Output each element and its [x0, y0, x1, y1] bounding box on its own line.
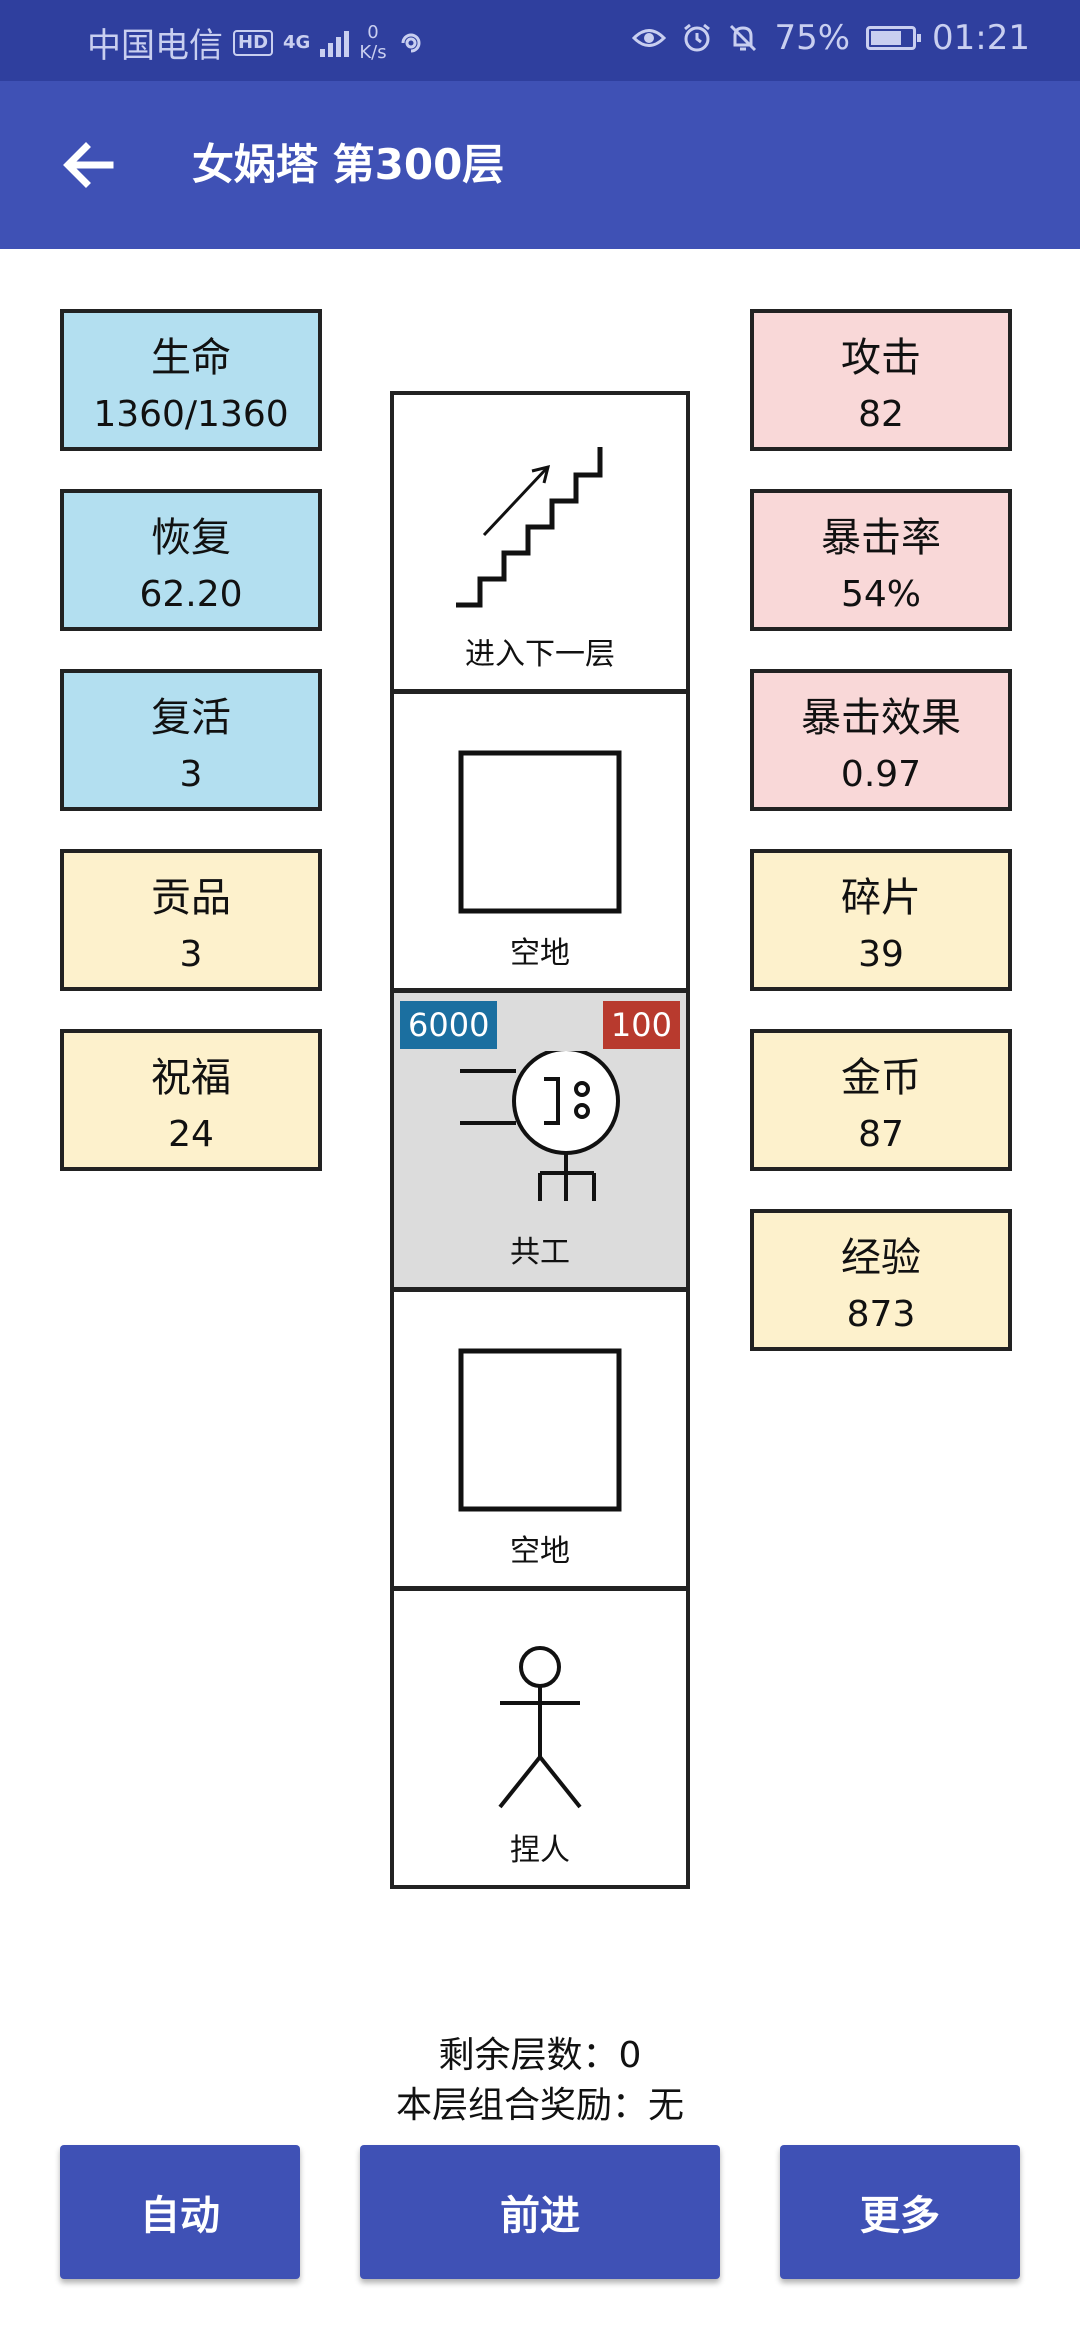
- stat-fragments: 碎片 39: [750, 849, 1012, 991]
- stat-label: 攻击: [841, 335, 921, 381]
- stat-value: 24: [168, 1114, 214, 1155]
- floor-reward: 本层组合奖励：无: [395, 2085, 684, 2126]
- mute-icon: [730, 24, 757, 52]
- stat-offering: 贡品 3: [60, 849, 322, 991]
- cell-label: 进入下一层: [465, 637, 615, 672]
- tower-column: 进入下一层 空地 6000 100 共工 空地: [390, 391, 690, 1890]
- more-button[interactable]: 更多: [780, 2145, 1020, 2279]
- stat-label: 暴击率: [821, 515, 941, 561]
- status-left: 中国电信 HD 4G 0 K/s: [87, 18, 425, 67]
- tower-cell-stairs[interactable]: 进入下一层: [390, 391, 690, 693]
- status-right: 75% 01:21: [632, 18, 1030, 58]
- stat-label: 经验: [841, 1235, 921, 1281]
- monster-hp-badge: 6000: [400, 1001, 498, 1049]
- stat-label: 碎片: [841, 875, 921, 921]
- arrow-left-icon[interactable]: [60, 137, 116, 193]
- cell-label: 捏人: [510, 1833, 570, 1868]
- stat-label: 恢复: [151, 515, 231, 561]
- stat-value: 62.20: [139, 574, 243, 615]
- stat-label: 复活: [151, 695, 231, 741]
- stairs-icon: [456, 447, 603, 608]
- battery-icon: [866, 26, 922, 50]
- cell-label: 共工: [510, 1235, 570, 1270]
- tower-cell-player[interactable]: 捏人: [390, 1587, 690, 1889]
- stat-value: 873: [846, 1294, 916, 1335]
- tower-cell-empty[interactable]: 空地: [390, 1288, 690, 1590]
- tower-cell-monster[interactable]: 6000 100 共工: [390, 989, 690, 1291]
- stat-label: 贡品: [151, 875, 231, 921]
- stat-value: 1360/1360: [93, 394, 289, 435]
- alarm-icon: [684, 23, 711, 52]
- stat-value: 39: [858, 934, 904, 975]
- clock: 01:21: [932, 18, 1030, 58]
- empty-square-icon: [458, 1348, 622, 1512]
- net-speed-unit: K/s: [359, 41, 387, 63]
- stat-label: 暴击效果: [801, 695, 961, 741]
- monster-icon: [460, 1051, 620, 1201]
- stat-blessing: 祝福 24: [60, 1029, 322, 1171]
- signal-icon: [320, 29, 350, 57]
- tower-cell-empty[interactable]: 空地: [390, 690, 690, 992]
- stick-figure-icon: [498, 1646, 582, 1809]
- forward-button[interactable]: 前进: [360, 2145, 720, 2279]
- stat-value: 0.97: [840, 754, 922, 795]
- cell-label: 空地: [510, 936, 570, 971]
- stat-crit-effect: 暴击效果 0.97: [750, 669, 1012, 811]
- battery-percent: 75%: [774, 18, 851, 58]
- hd-badge: HD: [233, 29, 274, 56]
- stat-value: 54%: [840, 574, 921, 615]
- stat-value: 3: [179, 754, 203, 795]
- stat-revive: 复活 3: [60, 669, 322, 811]
- auto-button[interactable]: 自动: [60, 2145, 300, 2279]
- stat-attack: 攻击 82: [750, 309, 1012, 451]
- stat-value: 82: [858, 394, 904, 435]
- net-speed-value: 0: [367, 21, 379, 43]
- status-bar: 中国电信 HD 4G 0 K/s 75%: [0, 0, 1080, 81]
- cell-label: 空地: [510, 1534, 570, 1569]
- empty-square-icon: [458, 750, 622, 914]
- stat-label: 金币: [841, 1055, 921, 1101]
- stat-experience: 经验 873: [750, 1209, 1012, 1351]
- stat-label: 生命: [151, 335, 231, 381]
- stat-value: 87: [858, 1114, 904, 1155]
- eye-icon: [632, 29, 667, 47]
- page-title: 女娲塔 第300层: [192, 140, 505, 189]
- stat-hp: 生命 1360/1360: [60, 309, 322, 451]
- stat-gold: 金币 87: [750, 1029, 1012, 1171]
- stat-crit-rate: 暴击率 54%: [750, 489, 1012, 631]
- stat-regen: 恢复 62.20: [60, 489, 322, 631]
- hotspot-icon: [401, 33, 421, 52]
- monster-attack-badge: 100: [602, 1001, 680, 1049]
- stat-value: 3: [179, 934, 203, 975]
- remaining-floors: 剩余层数：0: [438, 2035, 642, 2076]
- app-bar: 女娲塔 第300层: [0, 81, 1080, 249]
- net-speed: 0 K/s: [359, 21, 387, 63]
- stat-label: 祝福: [151, 1055, 231, 1101]
- network-type: 4G: [283, 32, 311, 53]
- carrier-name: 中国电信: [87, 26, 223, 66]
